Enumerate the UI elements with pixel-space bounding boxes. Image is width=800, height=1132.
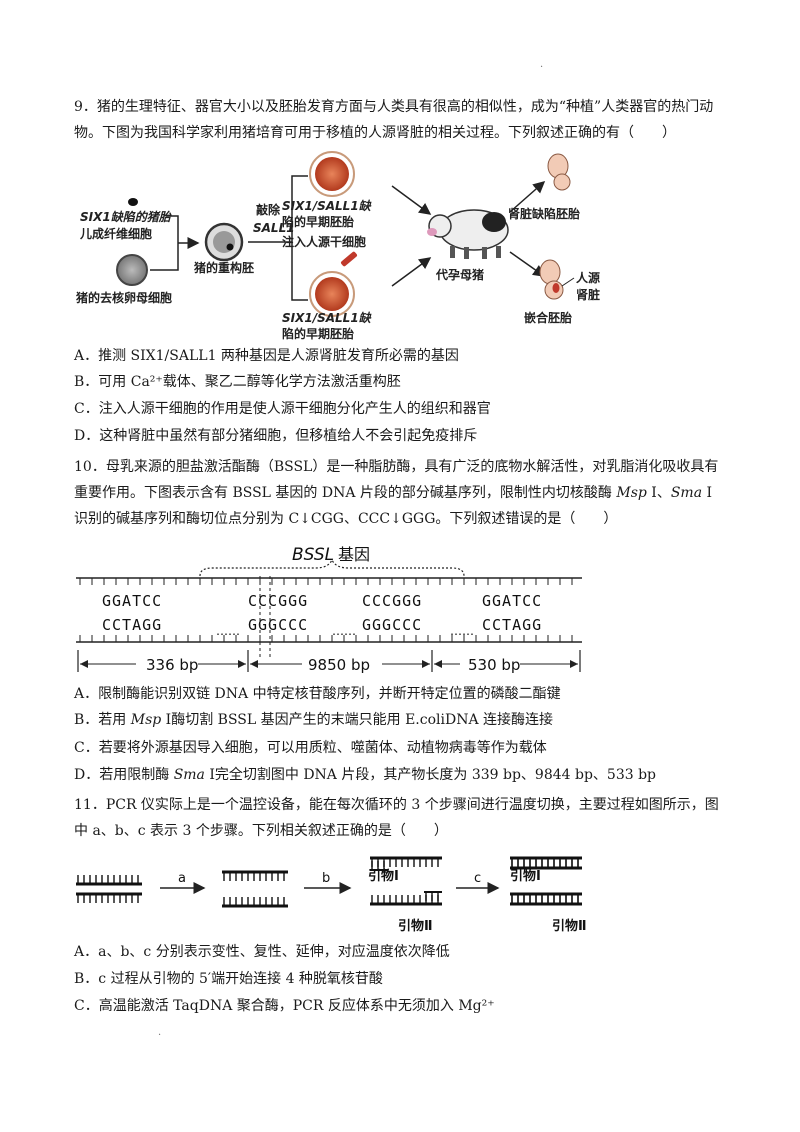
q10-option-a: A．限制酶能识别双链 DNA 中特定核苷酸序列，并断开特定位置的磷酸二酯键 (74, 686, 561, 702)
length-2: 9850 bp (308, 656, 370, 674)
scan-mark-2: · (158, 1030, 162, 1041)
gene-label-italic: BSSL (292, 545, 334, 565)
site1-bottom: CCTAGG (102, 616, 162, 634)
oocyte-cell (116, 254, 148, 286)
q9-option-d: D．这种肾脏中虽然有部分猪细胞，但移植给人不会引起免疫排斥 (74, 428, 478, 444)
primer-2-label-b: 引物Ⅱ (398, 918, 433, 934)
q10-stem-pre: 10．母乳来源的胆盐激活酯酶（BSSL）是一种脂肪酶，具有广泛的底物水解活性，对… (74, 459, 719, 501)
q10-option-d-italic: Sma (173, 767, 205, 783)
site2-bottom: GGGCCC (248, 616, 308, 634)
chimera-fetus-icon (539, 259, 564, 300)
site2-top: CCCGGG (248, 592, 308, 610)
q11-option-a: A．a、b、c 分别表示变性、复性、延伸，对应温度依次降低 (74, 944, 450, 960)
length-3: 530 bp (468, 656, 520, 674)
ellipsis-3: …… (450, 624, 474, 638)
length-ruler (77, 650, 581, 672)
top-strand (76, 577, 582, 585)
defective-embryo-label: 肾脏缺陷胚胎 (508, 206, 580, 221)
syringe-icon (340, 251, 358, 267)
q11-stem: 11．PCR 仪实际上是一个温控设备，能在每次循环的 3 个步骤间进行温度切换，… (74, 797, 719, 839)
q10-option-b: B．若用 Msp Ⅰ酶切割 BSSL 基因产生的末端只能用 E.coliDNA … (74, 710, 726, 730)
q10-stem: 10．母乳来源的胆盐激活酯酶（BSSL）是一种脂肪酶，具有广泛的底物水解活性，对… (74, 454, 726, 532)
sow-label: 代孕母猪 (435, 267, 484, 282)
early-embryo-top-label-2: 陷的早期胚胎 (282, 214, 354, 229)
site3-top: CCCGGG (362, 592, 422, 610)
ellipsis-1: …… (216, 624, 240, 638)
length-1: 336 bp (146, 656, 198, 674)
primer-2-label-c: 引物Ⅱ (552, 918, 587, 934)
q9-option-c: C．注入人源干细胞的作用是使人源干细胞分化产生人的组织和器官 (74, 401, 491, 417)
reconstructed-label: 猪的重构胚 (193, 260, 254, 275)
site4-top: GGATCC (482, 592, 542, 610)
q10-option-d-pre: D．若用限制酶 (74, 767, 174, 783)
q10-option-d-post: Ⅰ完全切割图中 DNA 片段，其产物长度为 339 bp、9844 bp、533… (204, 767, 657, 783)
human-kidney-icon (552, 283, 560, 293)
q10-msp: Msp (616, 485, 647, 501)
q10-option-c: C．若要将外源基因导入细胞，可以用质粒、噬菌体、动植物病毒等作为载体 (74, 740, 547, 756)
q11-option-b: B．c 过程从引物的 5′端开始连接 4 种脱氧核苷酸 (74, 971, 383, 987)
step-b-label: b (322, 871, 330, 886)
early-embryo-bottom-label-1: SIX1/SALL1缺 (282, 311, 372, 325)
human-kidney-label-2: 肾脏 (576, 287, 600, 302)
q11-pcr-diagram: a b c 引物Ⅰ 引物Ⅱ 引物Ⅰ 引物Ⅱ (76, 856, 587, 934)
scan-mark: · (540, 62, 544, 73)
step-c-label: c (474, 871, 481, 886)
gene-label-suffix: 基因 (338, 545, 370, 564)
fibroblast-label-2: 儿成纤维细胞 (79, 226, 152, 241)
q10-stem-mid: Ⅰ、 (646, 485, 671, 501)
q10-option-b-post: Ⅰ酶切割 BSSL 基因产生的末端只能用 E.coliDNA 连接酶连接 (161, 712, 554, 728)
pig-icon (427, 209, 509, 259)
q11-option-c: C．高温能激活 TaqDNA 聚合酶，PCR 反应体系中无须加入 Mg²⁺ (74, 998, 495, 1014)
primer-1-label-c: 引物Ⅰ (510, 868, 541, 884)
q10-option-b-pre: B．若用 (74, 712, 131, 728)
q10-option-d: D．若用限制酶 Sma Ⅰ完全切割图中 DNA 片段，其产物长度为 339 bp… (74, 765, 726, 785)
step-a-label: a (178, 871, 186, 886)
q10-option-b-italic: Msp (130, 712, 162, 728)
q9-option-a: A．推测 SⅠX1/SALL1 两种基因是人源肾脏发育所必需的基因 (74, 348, 459, 364)
defective-fetus-icon (547, 153, 571, 191)
q9-option-b: B．可用 Ca²⁺载体、聚乙二醇等化学方法激活重构胚 (74, 374, 401, 390)
human-kidney-label-1: 人源 (576, 270, 600, 285)
chimera-label: 嵌合胚胎 (524, 310, 572, 325)
oocyte-label: 猪的去核卵母细胞 (75, 290, 172, 305)
primer-1-label-b: 引物Ⅰ (368, 868, 399, 884)
early-embryo-top-label-1: SIX1/SALL1缺 (282, 199, 372, 213)
bottom-strand (76, 635, 582, 643)
q10-stem-post: Ⅰ识别的碱基序列和酶切位点分别为 C↓CGG、CCC↓GGG。下列叙述错误的是（… (74, 485, 713, 527)
q10-sma: Sma (670, 485, 703, 501)
nucleus-dot (128, 198, 138, 206)
fibroblast-label-1: SIX1缺陷的猪胎 (80, 210, 173, 224)
q9-diagram: SIX1缺陷的猪胎 儿成纤维细胞 猪的去核卵母细胞 猪的重构胚 敲除 SALL1… (75, 151, 600, 341)
knockout-label-1: 敲除 (256, 202, 281, 217)
ellipsis-2: …… (332, 624, 356, 638)
early-embryo-bottom-label-2: 陷的早期胚胎 (282, 326, 354, 341)
site4-bottom: CCTAGG (482, 616, 542, 634)
site1-top: GGATCC (102, 592, 162, 610)
site3-bottom: GGGCCC (362, 616, 422, 634)
q9-stem: 9．猪的生理特征、器官大小以及胚胎发育方面与人类具有很高的相似性，成为“种植”人… (74, 99, 714, 141)
inject-label: 注入人源干细胞 (282, 234, 366, 249)
knockout-label-2: SALL1 (253, 221, 295, 235)
q10-dna-diagram: BSSL 基因 GGATCC CCTAGG CCCGGG GGGCCC CCCG… (76, 545, 582, 674)
